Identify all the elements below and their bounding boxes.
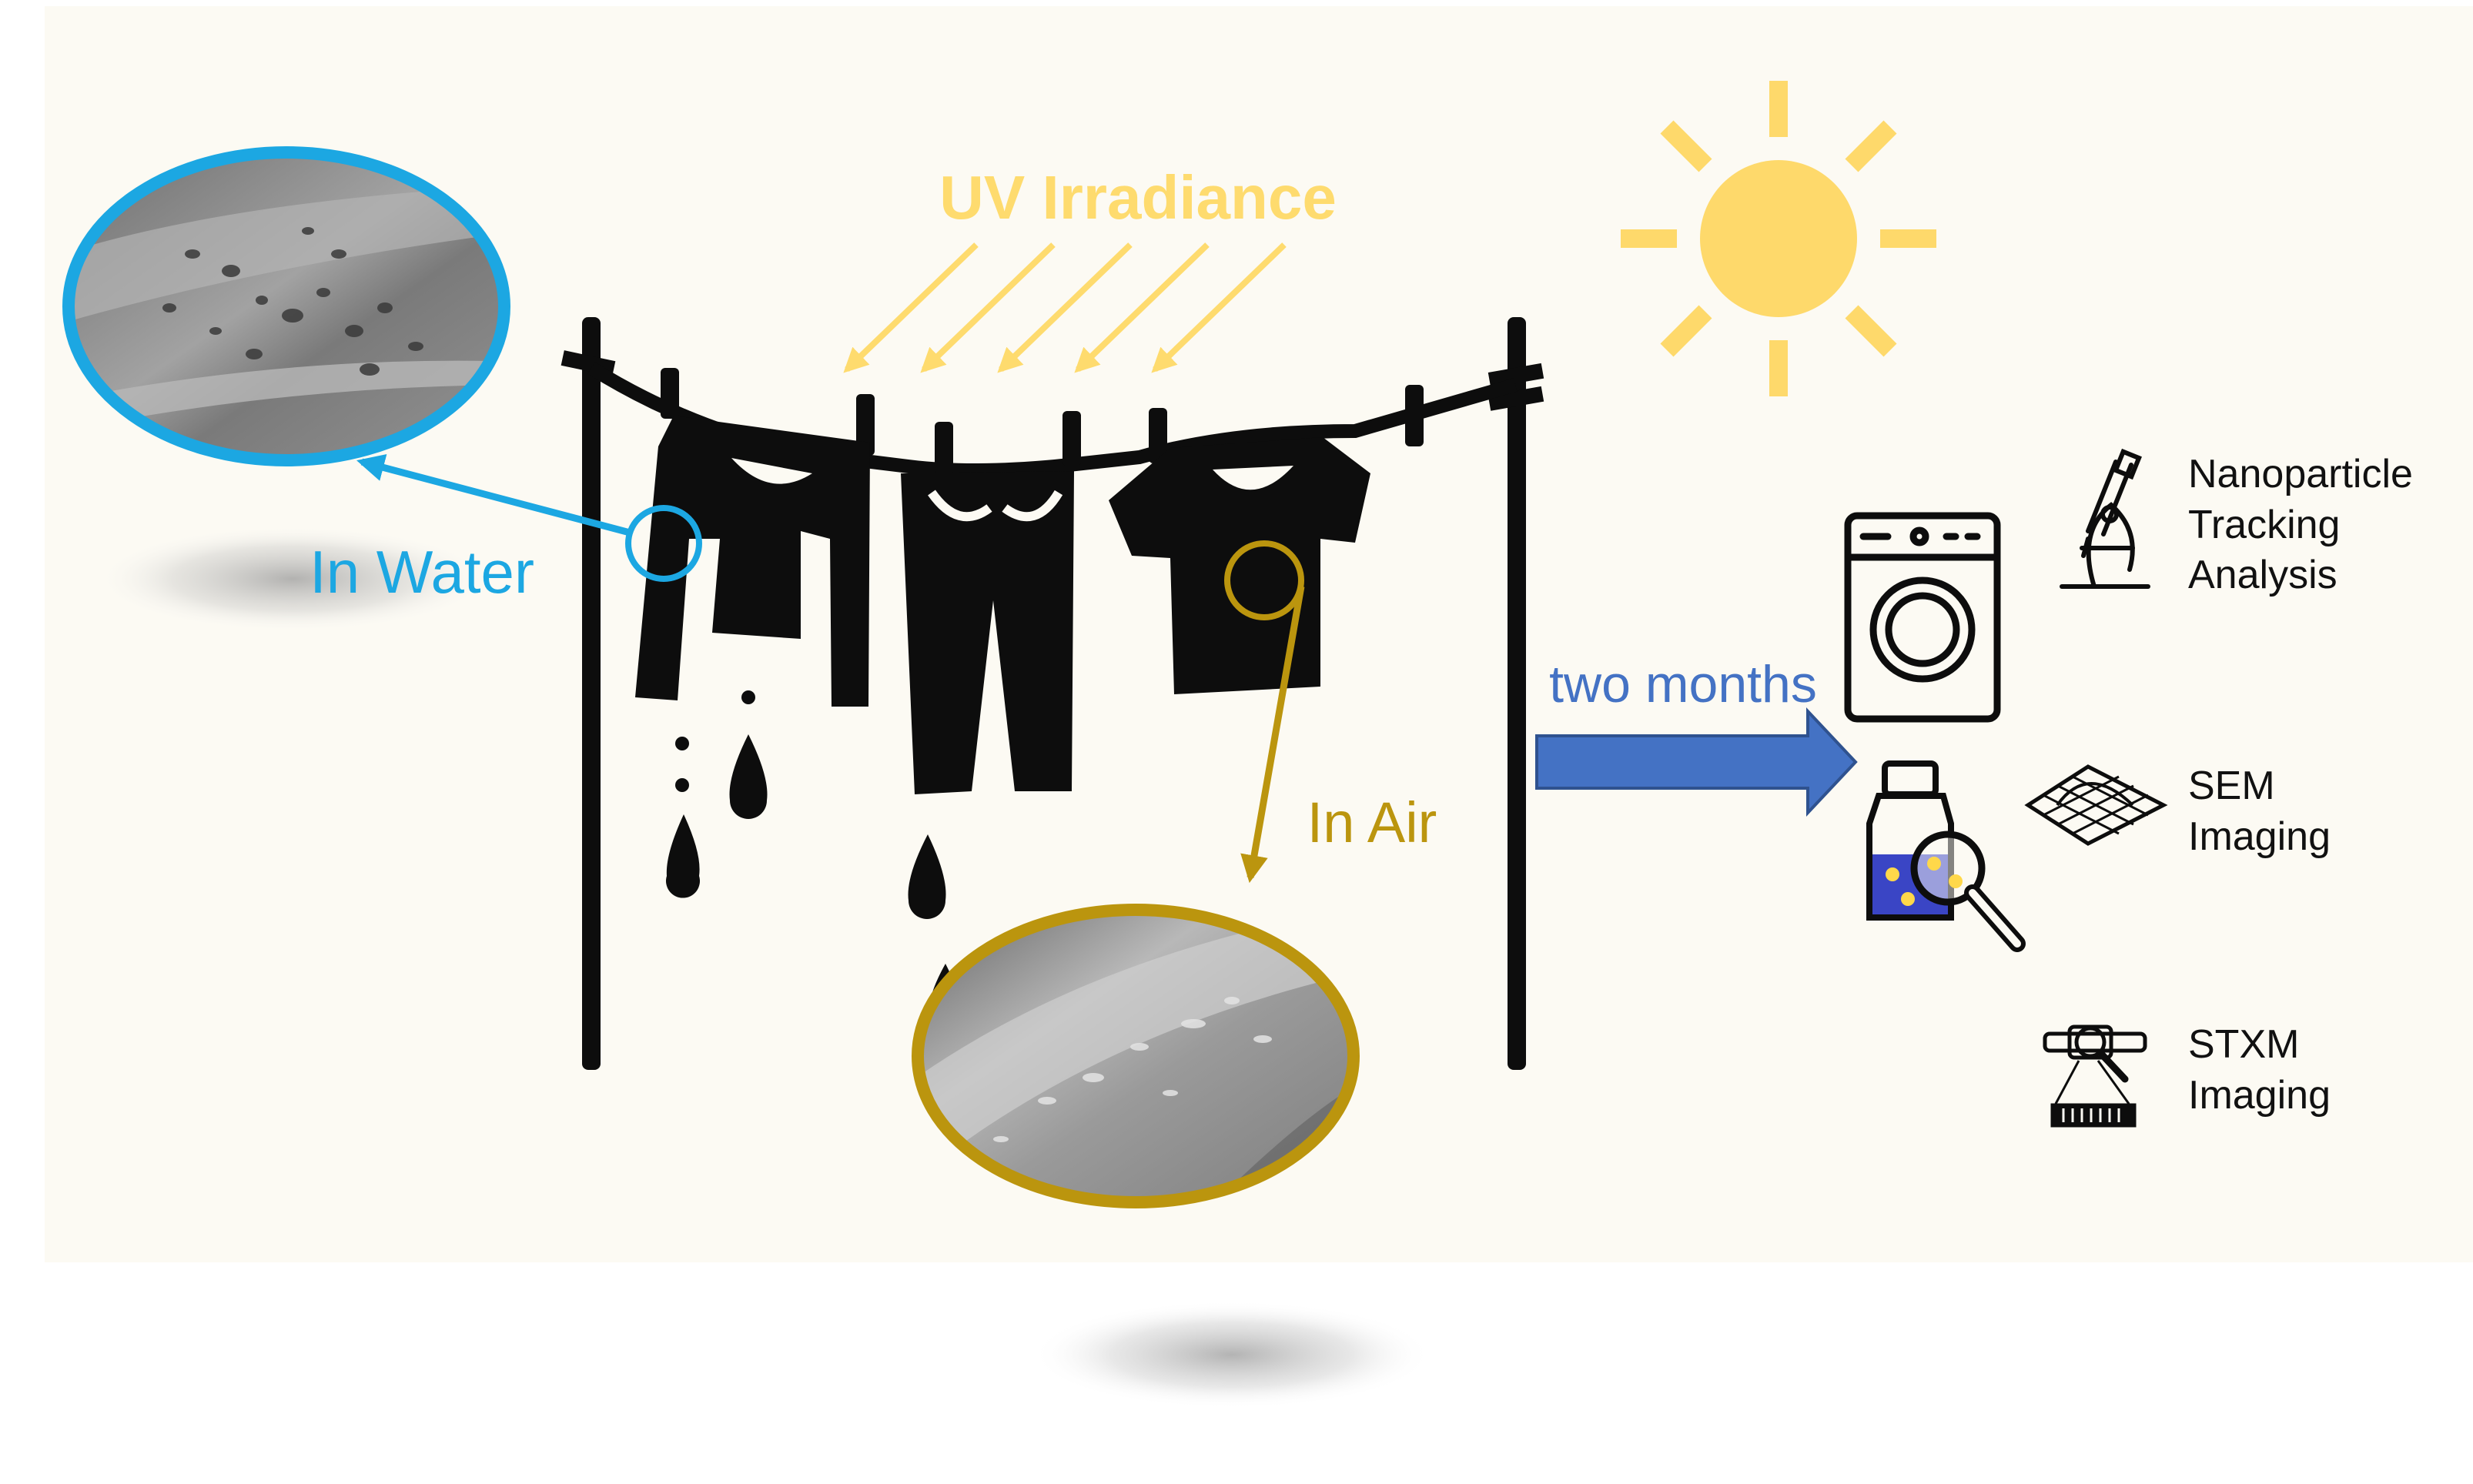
- air-sample-circle: [1224, 540, 1304, 620]
- uv-arrow: [997, 242, 1133, 373]
- uv-arrows: [843, 242, 1287, 373]
- long-sleeve-shirt: [635, 416, 870, 707]
- in-water-sem-lens: [62, 146, 510, 466]
- microscope-icon: [2060, 448, 2150, 589]
- stxm-icon: [2043, 1024, 2147, 1128]
- nta-label-line3: Analysis: [2188, 553, 2337, 597]
- nta-label-line1: Nanoparticle: [2188, 452, 2413, 496]
- sun-icon: [1621, 81, 1936, 396]
- uv-arrow: [843, 242, 979, 373]
- stxm-label-line2: Imaging: [2188, 1073, 2331, 1118]
- sem-label-line1: SEM: [2188, 764, 2275, 808]
- right-post: [1508, 317, 1526, 1070]
- nta-label-line2: Tracking: [2188, 503, 2340, 547]
- water-lens-shadow: [92, 525, 493, 633]
- water-sample-circle: [625, 505, 702, 582]
- clothesline-icon: [561, 317, 1544, 1070]
- two-months-label: two months: [1549, 655, 1817, 714]
- sem-label-line2: Imaging: [2188, 814, 2331, 859]
- sem-mesh-icon: [2024, 764, 2168, 846]
- water-callout-arrow: [356, 453, 631, 536]
- uv-arrow: [920, 242, 1056, 373]
- t-shirt: [1109, 437, 1370, 694]
- air-callout-arrow: [1240, 586, 1305, 884]
- pants: [901, 471, 1074, 794]
- uv-arrow: [1151, 242, 1287, 373]
- uv-irradiance-label: UV Irradiance: [939, 163, 1337, 232]
- washing-machine-icon: [1844, 512, 2001, 723]
- in-water-label: In Water: [310, 538, 534, 606]
- in-air-label: In Air: [1307, 790, 1437, 854]
- left-post: [582, 317, 601, 1070]
- uv-arrow: [1074, 242, 1210, 373]
- sample-bottle-magnifier-icon: [1866, 760, 2026, 952]
- stxm-label-line1: STXM: [2188, 1022, 2299, 1067]
- air-lens-shadow: [1032, 1301, 1432, 1409]
- two-months-arrow: [1535, 707, 1858, 817]
